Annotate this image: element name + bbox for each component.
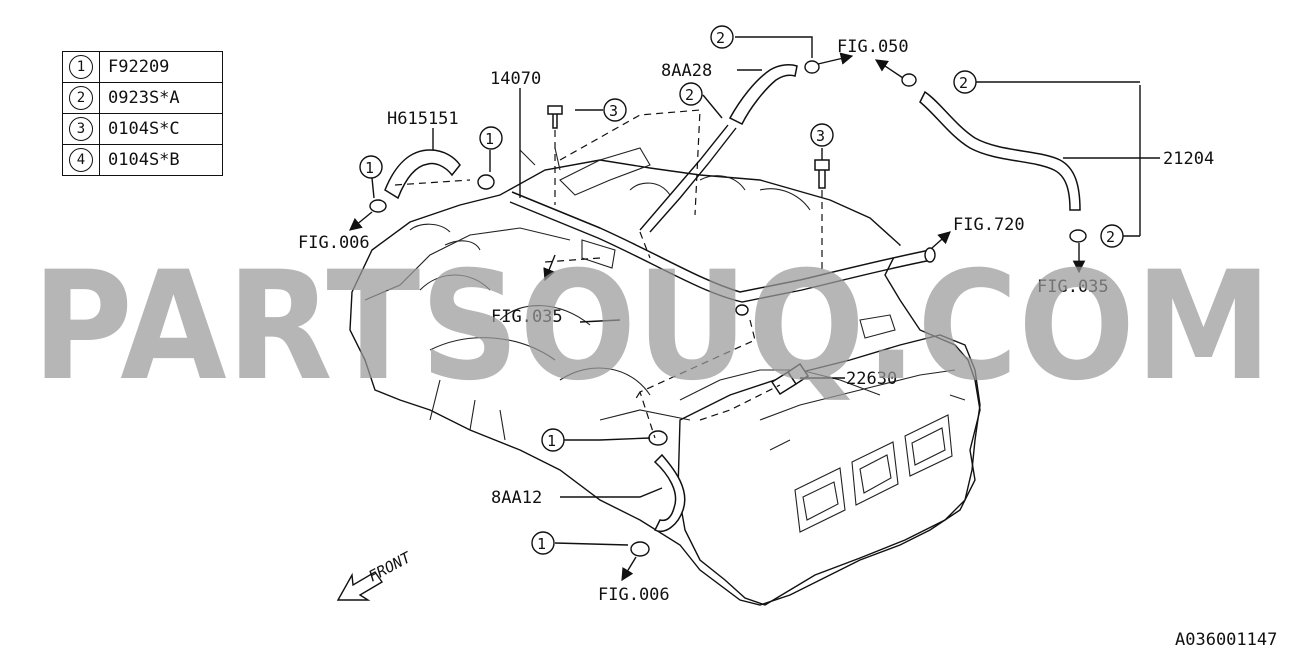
legend-number: 3 xyxy=(69,117,93,141)
legend-code: 0104S*B xyxy=(99,144,223,176)
legend-number: 1 xyxy=(69,55,93,79)
callout-2: 2 xyxy=(679,82,703,106)
part-label-21204: 21204 xyxy=(1163,149,1214,169)
pipe-end xyxy=(924,247,936,263)
svg-text:1: 1 xyxy=(365,159,374,177)
front-arrow-icon xyxy=(336,571,384,601)
callout-1: 1 xyxy=(359,155,383,179)
watermark: PARTSOUQ.COM xyxy=(32,240,1272,414)
callout-1: 1 xyxy=(531,531,555,555)
part-label-22630: 22630 xyxy=(846,369,897,389)
legend-number: 4 xyxy=(69,148,93,172)
pcv-pipe-14070 xyxy=(511,191,931,293)
legend-number: 2 xyxy=(69,86,93,110)
engine-detail xyxy=(364,227,881,421)
svg-text:1: 1 xyxy=(547,432,556,450)
svg-text:2: 2 xyxy=(685,86,694,104)
svg-text:3: 3 xyxy=(816,127,825,145)
arrow-fig050-right xyxy=(874,59,904,79)
legend-code: 0923S*A xyxy=(99,82,223,114)
assembly-line xyxy=(394,109,823,439)
arrow-fig050 xyxy=(817,52,854,65)
callout-3: 3 xyxy=(810,123,834,147)
svg-text:1: 1 xyxy=(537,535,546,553)
legend-code: F92209 xyxy=(99,51,223,83)
svg-text:1: 1 xyxy=(485,130,494,148)
diagram-code: A036001147 xyxy=(1175,630,1277,650)
fig-ref-006-top: FIG.006 xyxy=(298,233,370,253)
svg-text:2: 2 xyxy=(1106,228,1115,246)
part-label-h615151: H615151 xyxy=(387,109,459,129)
cylinder-head-edge xyxy=(759,314,966,451)
hose-8aa28 xyxy=(728,64,798,126)
part-label-8aa12: 8AA12 xyxy=(491,488,542,508)
hose-21204 xyxy=(919,90,1081,211)
engine-block-outline xyxy=(349,159,981,606)
cylinder-head-ports xyxy=(794,414,953,533)
callout-2: 2 xyxy=(1100,224,1124,248)
clamp xyxy=(901,73,917,87)
legend-row: 2 0923S*A xyxy=(62,82,223,114)
front-label: FRONT xyxy=(365,548,414,586)
callout-1: 1 xyxy=(479,126,503,150)
leader-lines xyxy=(371,36,1160,546)
callout-2: 2 xyxy=(953,70,977,94)
pcv-pipe-14070-outer xyxy=(509,201,933,303)
fig-ref-050: FIG.050 xyxy=(837,37,909,57)
clamp xyxy=(369,199,387,213)
arrow-fig035-mid xyxy=(543,254,556,282)
callout-1: 1 xyxy=(541,428,565,452)
legend-row: 4 0104S*B xyxy=(62,144,223,176)
part-label-8aa28: 8AA28 xyxy=(661,61,712,81)
engine-detail xyxy=(409,147,811,441)
arrow-fig006-top xyxy=(349,211,373,231)
cylinder-head xyxy=(677,334,981,606)
fig-ref-006-bottom: FIG.006 xyxy=(598,585,670,605)
svg-text:3: 3 xyxy=(609,102,618,120)
clamp xyxy=(1069,229,1087,243)
clamp xyxy=(648,430,668,446)
hose-h615151 xyxy=(384,149,461,200)
bolt xyxy=(547,105,563,129)
pipe-end xyxy=(735,304,749,316)
fig-ref-720: FIG.720 xyxy=(953,215,1025,235)
callout-2: 2 xyxy=(710,25,734,49)
arrow-fig720 xyxy=(931,231,951,249)
part-label-14070: 14070 xyxy=(490,69,541,89)
pipe-to-hose xyxy=(639,124,737,233)
svg-text:2: 2 xyxy=(959,74,968,92)
fig-ref-035-mid: FIG.035 xyxy=(491,307,563,327)
legend-row: 3 0104S*C xyxy=(62,113,223,145)
legend-table: 1 F92209 2 0923S*A 3 0104S*C 4 0104S*B xyxy=(62,51,223,176)
bolt xyxy=(814,159,830,189)
clamp xyxy=(630,541,650,557)
hose-8aa12 xyxy=(653,453,686,532)
svg-text:2: 2 xyxy=(716,29,725,47)
legend-row: 1 F92209 xyxy=(62,51,223,83)
legend-code: 0104S*C xyxy=(99,113,223,145)
clamp xyxy=(477,174,495,190)
clamp xyxy=(804,60,820,74)
callout-3: 3 xyxy=(603,98,627,122)
sensor-22630 xyxy=(770,362,810,396)
arrow-fig006-bottom xyxy=(621,556,637,582)
fig-ref-035-right: FIG.035 xyxy=(1037,277,1109,297)
pcv-pipe-bracket xyxy=(559,147,651,269)
